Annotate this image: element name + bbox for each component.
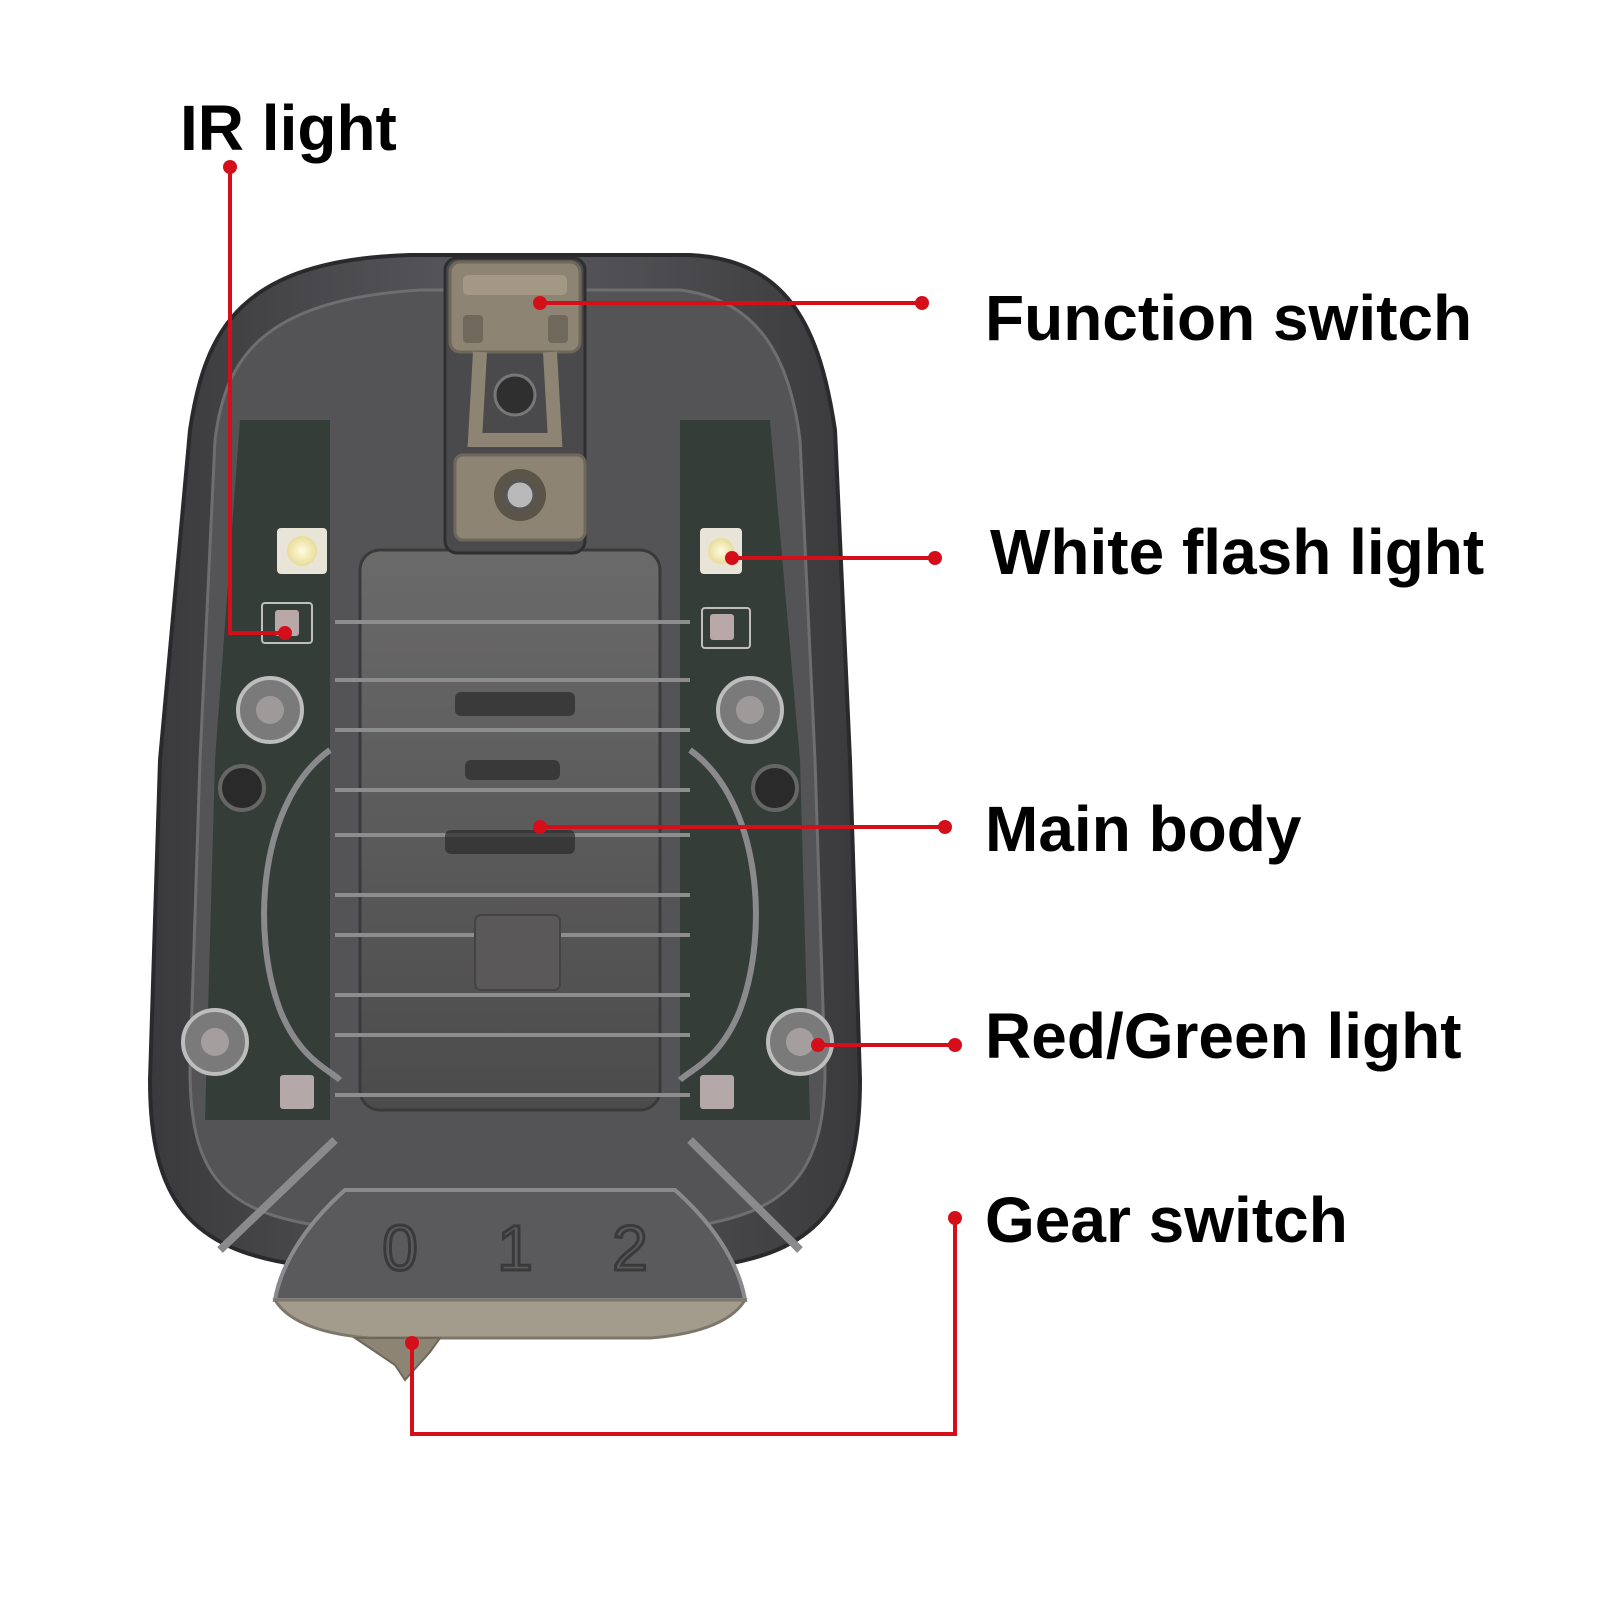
lens-led-upper-left — [236, 676, 304, 744]
dot-function-label — [915, 296, 929, 310]
label-white-flash-light: White flash light — [990, 516, 1485, 588]
dot-gear-label — [948, 1211, 962, 1225]
gear-switch-base — [272, 1298, 748, 1340]
red-green-led-right — [766, 1008, 834, 1076]
label-gear-switch: Gear switch — [985, 1184, 1348, 1256]
white-led-left — [277, 528, 327, 574]
label-function-switch: Function switch — [985, 282, 1473, 354]
dot-white-target — [725, 551, 739, 565]
ir-led-right — [701, 607, 751, 649]
gear-switch-lever — [351, 1337, 442, 1382]
dial-number-2: 2 — [612, 1212, 648, 1284]
dot-rg-target — [811, 1038, 825, 1052]
leader-lines — [228, 167, 957, 1436]
pcb-left — [205, 420, 330, 1120]
smd-led-lower-right — [700, 1075, 734, 1109]
dot-function-target — [533, 296, 547, 310]
dot-rg-label — [948, 1038, 962, 1052]
cover-window — [474, 914, 561, 991]
label-main-body: Main body — [985, 793, 1302, 865]
rib-left — [261, 747, 343, 1083]
dot-main-label — [938, 820, 952, 834]
rib-right — [677, 747, 759, 1083]
dot-ir-label — [223, 160, 237, 174]
lens-led-upper-right — [716, 676, 784, 744]
mount-hole-right — [751, 764, 799, 812]
lower-rib-right — [687, 1137, 803, 1253]
leader-dots — [223, 160, 962, 1350]
label-ir-light: IR light — [180, 92, 397, 164]
function-switch — [443, 256, 587, 555]
dot-ir-target — [278, 626, 292, 640]
dot-main-target — [533, 820, 547, 834]
pcb-right — [680, 420, 810, 1120]
label-red-green-light: Red/Green light — [985, 1000, 1462, 1072]
dot-gear-target — [405, 1336, 419, 1350]
leader-ir-light — [228, 167, 285, 635]
dial-number-1: 1 — [497, 1212, 533, 1284]
mount-hole-left — [218, 764, 266, 812]
smd-led-lower-left — [280, 1075, 314, 1109]
dial-number-0: 0 — [382, 1212, 418, 1284]
leader-gear-switch — [410, 1218, 957, 1436]
white-led-right — [700, 528, 742, 574]
dot-white-label — [928, 551, 942, 565]
cover-label-marks — [445, 692, 575, 854]
lower-rib-left — [217, 1137, 338, 1253]
red-green-led-left — [181, 1008, 249, 1076]
